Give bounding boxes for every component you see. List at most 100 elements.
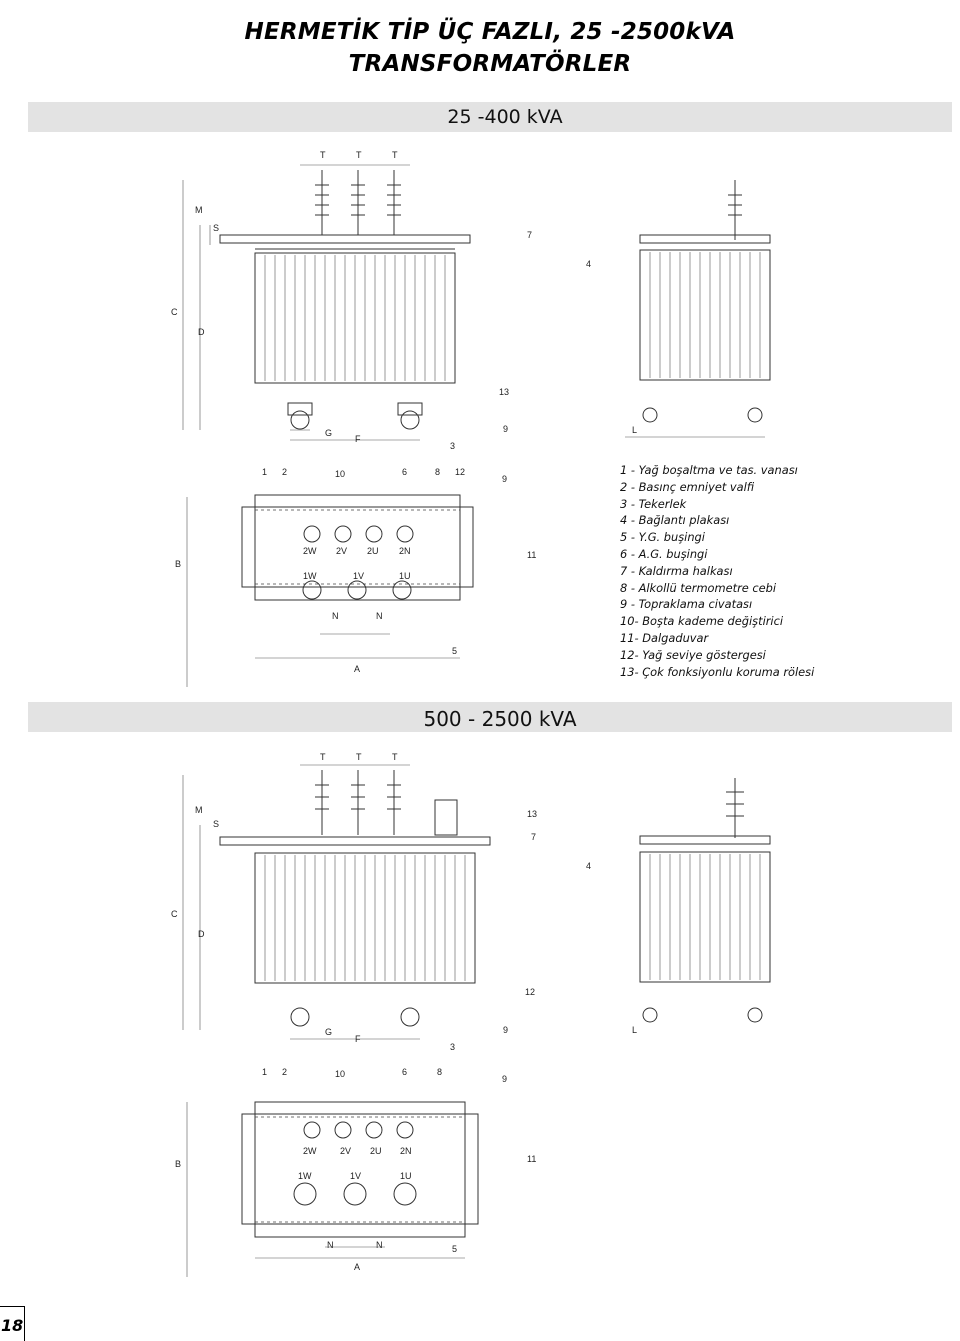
side-elevation-drawing-2: 4 L	[586, 778, 771, 1035]
bushing-label: 1W	[303, 571, 317, 581]
callout: 6	[402, 1067, 407, 1077]
legend-item: 9 - Topraklama civatası	[620, 597, 753, 612]
dim-label: T	[392, 150, 398, 160]
front-elevation-drawing-2: T T T M S C D G F 13 7 12 9 3	[171, 752, 537, 1052]
dim-label: N	[376, 1240, 383, 1250]
callout: 9	[502, 1074, 507, 1084]
callout: 4	[586, 259, 591, 269]
callout: 13	[527, 809, 537, 819]
callout: 11	[527, 550, 536, 560]
section-header-500-2500: 500 - 2500 kVA	[28, 702, 952, 732]
dim-label: C	[171, 909, 178, 919]
bushing-label: 2V	[336, 546, 347, 556]
radiator-fins	[254, 252, 456, 384]
dim-label: C	[171, 307, 178, 317]
dim-label: G	[325, 428, 332, 438]
dim-label: F	[355, 434, 361, 444]
top-plan-drawing-2: 2W 2V 2U 2N 1W 1V 1U 1 2 10 6 8 9 11 5 B…	[175, 1067, 536, 1277]
bushing-label: 2U	[370, 1146, 382, 1156]
callout: 3	[450, 441, 455, 451]
dim-label: F	[355, 1034, 361, 1044]
bushing-label: 1U	[399, 571, 411, 581]
dim-label: D	[198, 327, 205, 337]
legend-item: 8 - Alkollü termometre cebi	[620, 580, 777, 595]
section-heading: 25 -400 kVA	[447, 106, 563, 128]
bushing-label: 2N	[400, 1146, 412, 1156]
legend-item: 11- Dalgaduvar	[620, 630, 709, 645]
bushing-label: 1V	[350, 1171, 361, 1181]
callout: 10	[335, 1069, 345, 1079]
dim-label: G	[325, 1027, 332, 1037]
legend-item: 13- Çok fonksiyonlu koruma rölesi	[620, 664, 815, 679]
dim-label: T	[320, 752, 326, 762]
callout: 10	[335, 469, 345, 479]
bushing-label: 1W	[298, 1171, 312, 1181]
bushing-label: 2W	[303, 1146, 317, 1156]
parts-legend: 1 - Yağ boşaltma ve tas. vanası 2 - Bası…	[620, 462, 814, 680]
callout: 13	[499, 387, 509, 397]
bushing-label: 1V	[353, 571, 364, 581]
callout: 12	[455, 467, 465, 477]
callout: 2	[282, 467, 287, 477]
hv-bushings	[315, 170, 401, 235]
dim-label: N	[332, 611, 339, 621]
legend-item: 5 - Y.G. buşingi	[620, 530, 705, 545]
bushing-label: 2N	[399, 546, 411, 556]
callout: 7	[531, 832, 536, 842]
callout: 1	[262, 1067, 267, 1077]
bushing-label: 2U	[367, 546, 379, 556]
dim-label: S	[213, 819, 219, 829]
legend-item: 1 - Yağ boşaltma ve tas. vanası	[620, 463, 798, 477]
page-number: 18	[1, 1316, 24, 1335]
callout: 5	[452, 646, 457, 656]
legend-item: 2 - Basınç emniyet valfi	[620, 479, 755, 494]
dim-label: T	[392, 752, 398, 762]
page-number-tab: 18	[0, 1306, 25, 1341]
dim-label: A	[354, 664, 360, 674]
legend-item: 4 - Bağlantı plakası	[620, 513, 730, 528]
dim-label: A	[354, 1262, 360, 1272]
callout: 11	[527, 1154, 536, 1164]
callout: 1	[262, 467, 267, 477]
bushing-label: 2V	[340, 1146, 351, 1156]
callout: 9	[503, 1025, 508, 1035]
callout: 2	[282, 1067, 287, 1077]
top-plan-drawing-1: 2W 2V 2U 2N 1W 1V 1U 1 2 10 6 8 12 9 11 …	[175, 467, 536, 687]
dim-label: N	[327, 1240, 334, 1250]
callout: 12	[525, 987, 535, 997]
legend-item: 6 - A.G. buşingi	[620, 546, 708, 561]
dim-label: M	[195, 805, 203, 815]
dim-label: B	[175, 1159, 181, 1169]
dim-label: D	[198, 929, 205, 939]
section-header-25-400: 25 -400 kVA	[28, 102, 952, 132]
callout: 4	[586, 861, 591, 871]
callout: 8	[437, 1067, 442, 1077]
callout: 6	[402, 467, 407, 477]
callout: 3	[450, 1042, 455, 1052]
legend-item: 7 - Kaldırma halkası	[620, 563, 733, 578]
callout: 9	[503, 424, 508, 434]
title-line-2: TRANSFORMATÖRLER	[348, 51, 632, 77]
dim-label: N	[376, 611, 383, 621]
section-heading: 500 - 2500 kVA	[423, 707, 577, 731]
bushing-label: 1U	[400, 1171, 412, 1181]
title-line-1: HERMETİK TİP ÜÇ FAZLI, 25 -2500kVA	[244, 19, 736, 45]
legend-item: 10- Boşta kademe değiştirici	[620, 614, 784, 629]
dim-label: S	[213, 223, 219, 233]
dim-label: M	[195, 205, 203, 215]
front-elevation-drawing-1: T T T M S C D G F 7 13 9 3	[171, 150, 532, 451]
callout: 5	[452, 1244, 457, 1254]
dim-label: T	[356, 752, 362, 762]
dim-label: L	[632, 1025, 637, 1035]
hv-bushing-symbols	[302, 525, 414, 600]
side-elevation-drawing-1: 4 L	[586, 180, 771, 438]
legend-item: 12- Yağ seviye göstergesi	[620, 647, 766, 662]
callout: 8	[435, 467, 440, 477]
dim-label: L	[632, 425, 637, 435]
dim-label: T	[320, 150, 326, 160]
dim-label: T	[356, 150, 362, 160]
dim-label: B	[175, 559, 181, 569]
legend-item: 3 - Tekerlek	[620, 496, 687, 511]
bushing-label: 2W	[303, 546, 317, 556]
callout: 7	[527, 230, 532, 240]
